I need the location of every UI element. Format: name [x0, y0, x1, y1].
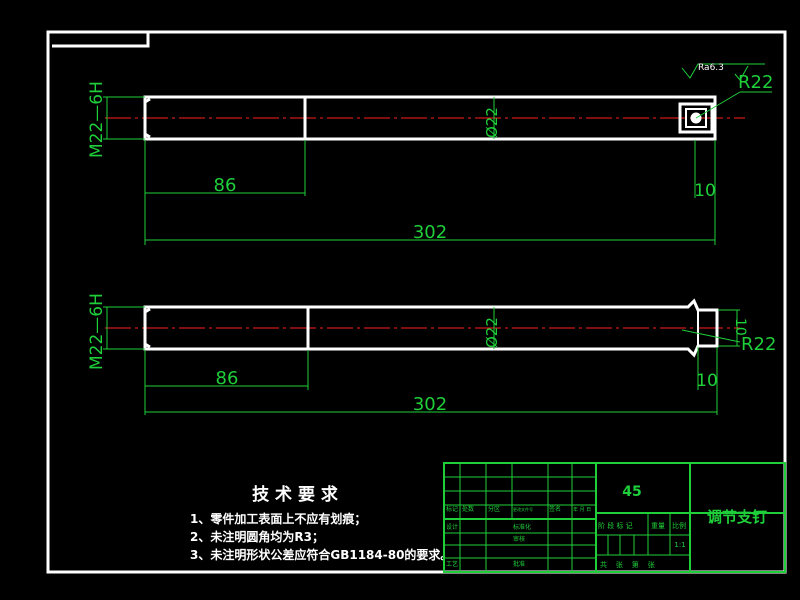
tb-sheet-text: 共 张 第 张	[600, 560, 655, 569]
top-dim-302: 302	[413, 222, 447, 243]
tb-stage-header: 阶 段 标 记	[598, 521, 633, 530]
top-dimensions	[103, 63, 772, 245]
tb-stage-header: 比例	[672, 521, 686, 530]
bottom-dim-10: 10	[696, 371, 718, 391]
bottom-diameter-label: Ø22	[483, 317, 501, 348]
bottom-dim-302: 302	[413, 394, 447, 415]
bottom-slot-dim: 10	[732, 318, 748, 336]
note-item: 2、未注明圆角均为R3；	[190, 529, 324, 544]
top-diameter-label: Ø22	[483, 107, 501, 138]
top-view: M22—6H Ø22 86 302 10 R22 Ra6.3	[87, 63, 773, 245]
bottom-thread-label: M22—6H	[87, 293, 107, 370]
tb-row: 工艺	[446, 560, 458, 568]
note-item: 3、未注明形状公差应符合GB1184-80的要求。	[190, 547, 452, 562]
tb-header: 标记	[446, 505, 458, 513]
top-dim-86: 86	[214, 175, 237, 196]
tb-header: 更改文件号	[513, 506, 533, 512]
scale-value: 1:1	[674, 541, 685, 549]
drawing-frame	[46, 30, 787, 574]
top-roughness-label: Ra6.3	[698, 63, 724, 73]
tb-row: 设计	[446, 523, 458, 531]
note-item: 1、零件加工表面上不应有划痕；	[190, 511, 366, 526]
notes-title: 技 术 要 求	[252, 484, 338, 505]
bottom-dim-86: 86	[216, 368, 239, 389]
bottom-dimensions	[103, 306, 741, 415]
top-radius-label: R22	[738, 72, 773, 93]
bottom-radius-label: R22	[741, 334, 776, 355]
part-name: 调节支钉	[707, 508, 767, 526]
top-pin-outline	[143, 95, 717, 141]
bottom-pin-outline	[143, 298, 719, 358]
tb-header: 处数	[462, 505, 474, 513]
material-label: 45	[622, 484, 641, 500]
top-dim-10: 10	[694, 181, 716, 201]
tb-header: 签名	[549, 505, 561, 513]
top-thread-label: M22—6H	[87, 81, 107, 158]
tb-stage-header: 重量	[651, 522, 665, 530]
technical-notes: 技 术 要 求 1、零件加工表面上不应有划痕； 2、未注明圆角均为R3； 3、未…	[190, 484, 452, 562]
tb-header: 分区	[488, 505, 500, 513]
tb-header: 年 月 日	[573, 506, 591, 513]
bottom-view: M22—6H Ø22 86 302 10 10 R22	[87, 293, 776, 415]
title-block: 45 调节支钉 1:1 标记 处数 分区 更改文件号 签名 年 月 日 设计 标…	[443, 462, 786, 573]
tb-row: 审核	[513, 535, 525, 543]
tb-row: 标准化	[513, 523, 531, 531]
tb-row: 批准	[513, 560, 525, 568]
